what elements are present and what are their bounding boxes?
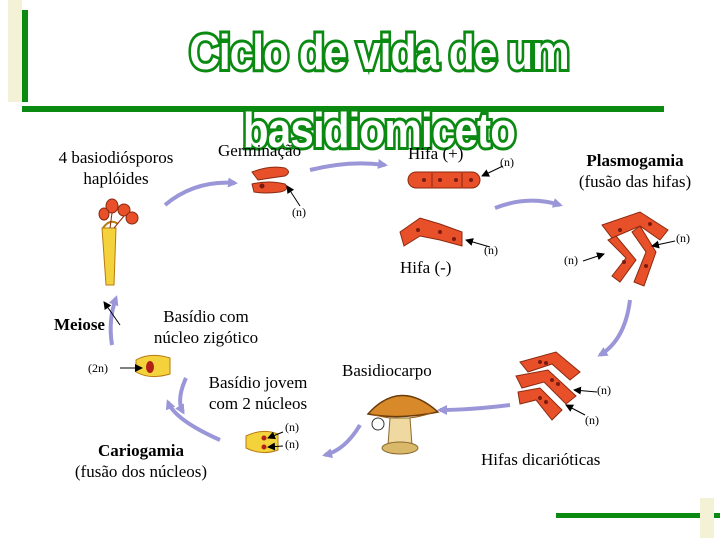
label-hifa-positiva: Hifa (+)	[408, 144, 464, 163]
cycle-arrow-dikaryon-to-basidiocarp	[437, 403, 511, 415]
label-cariogamia-line2: (fusão dos núcleos)	[74, 462, 208, 481]
young-basidium-icon	[245, 430, 279, 454]
label-basidio-jovem-line2: com 2 núcleos	[208, 394, 308, 413]
pointer-dikaryon-lower	[565, 404, 586, 416]
label-basidio-zigotico-line2: núcleo zigótico	[153, 328, 259, 347]
pointer-germination	[286, 185, 301, 207]
label-hifas-dicarioticas: Hifas dicarióticas	[481, 450, 601, 469]
left-accent-block	[8, 0, 22, 102]
left-accent-bar	[22, 10, 28, 102]
zygotic-basidium-icon	[135, 354, 171, 378]
title-underline-bar	[22, 106, 664, 112]
label-hifa-negativa: Hifa (-)	[400, 258, 452, 277]
ploidy-n-hifa-pos: (n)	[500, 155, 514, 169]
ploidy-n-hifa-neg: (n)	[484, 243, 498, 257]
bottom-right-bar	[556, 513, 720, 518]
germinating-spore-icon	[251, 166, 289, 194]
ploidy-n-young-upper: (n)	[285, 420, 299, 434]
label-cariogamia: Cariogamia (fusão dos núcleos)	[58, 440, 224, 482]
label-basiodiosporos-line2: haplóides	[83, 169, 149, 188]
cycle-arrow-karyogamy-to-zygotic	[165, 399, 221, 442]
cycle-arrow-plasmogamy-to-dikaryon	[597, 299, 632, 357]
label-basiodiosporos: 4 basiodiósporos haplóides	[46, 147, 186, 189]
cycle-arrow-spores-to-germination	[163, 177, 238, 207]
label-plasmogamia-line2: (fusão das hifas)	[578, 172, 692, 191]
ploidy-n-germinacao: (n)	[292, 205, 306, 219]
diagram-title: Ciclo de vida de um basidiomiceto	[187, 23, 572, 161]
label-meiose: Meiose	[54, 315, 105, 334]
pointer-young-lower	[267, 442, 284, 451]
cycle-arrow-to-plasmogamy	[494, 198, 563, 210]
pointer-fused-lower	[582, 252, 605, 262]
label-basidio-jovem: Basídio jovem com 2 núcleos	[196, 372, 320, 414]
pointer-hifa-minus	[465, 238, 491, 248]
fused-hyphae-icon	[601, 211, 669, 287]
ploidy-n-dikaryon-upper: (n)	[597, 383, 611, 397]
label-basidio-jovem-line1: Basídio jovem	[208, 373, 308, 392]
label-plasmogamia-line1: Plasmogamia	[586, 151, 684, 170]
label-basidiocarpo: Basidiocarpo	[342, 361, 432, 380]
pointer-fused-upper	[651, 240, 676, 249]
cycle-arrow-basidiocarp-to-young-basidium	[322, 423, 362, 459]
label-cariogamia-line1: Cariogamia	[98, 441, 184, 460]
dikaryotic-hyphae-icon	[515, 351, 581, 421]
ploidy-2n: (2n)	[88, 361, 108, 375]
pointer-meiosis	[103, 301, 121, 326]
cycle-arrow-zygotic-to-young	[175, 377, 188, 415]
cycle-arrow-meiosis-to-spores	[108, 295, 119, 346]
label-basidio-zigotico: Basídio com núcleo zigótico	[140, 306, 272, 348]
ploidy-n-fused-left: (n)	[564, 253, 578, 267]
label-germinacao: Germinação	[218, 141, 302, 160]
label-plasmogamia: Plasmogamia (fusão das hifas)	[560, 150, 710, 192]
mushroom-icon	[366, 394, 440, 455]
basidium-with-spores-icon	[98, 198, 139, 286]
bottom-right-block	[700, 498, 714, 538]
ploidy-n-fused-right: (n)	[676, 231, 690, 245]
pointer-hifa-plus	[481, 165, 504, 177]
cycle-arrow-germination-to-hyphae	[309, 159, 388, 172]
ploidy-n-young-lower: (n)	[285, 437, 299, 451]
pointer-young-upper	[267, 431, 284, 440]
hypha-plus-icon	[407, 171, 481, 189]
pointer-dikaryon-upper	[573, 386, 598, 395]
label-basidio-zigotico-line1: Basídio com	[163, 307, 249, 326]
label-basiodiosporos-line1: 4 basiodiósporos	[58, 148, 174, 167]
ploidy-n-dikaryon-lower: (n)	[585, 413, 599, 427]
hypha-minus-icon	[399, 217, 463, 247]
